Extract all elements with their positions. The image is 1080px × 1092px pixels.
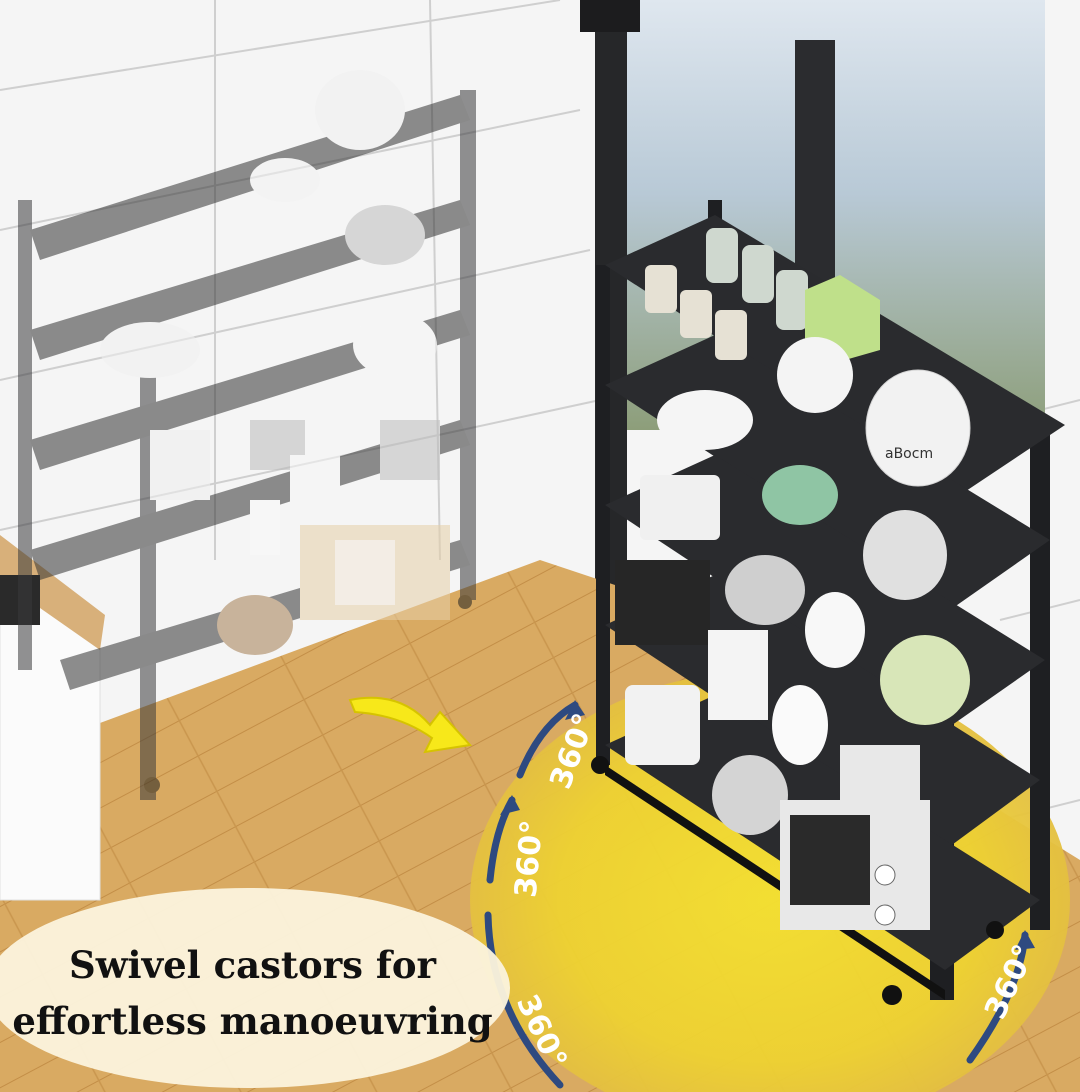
caption-line-2: effortless manoeuvring: [12, 998, 493, 1043]
ghost-rack: [18, 70, 476, 800]
rack-items: aBocm: [615, 228, 971, 930]
caption: Swivel castors for effortless manoeuvrin…: [0, 895, 505, 1090]
pot-brand-label: aBocm: [885, 446, 933, 462]
rotation-arrow-heads: [500, 700, 1035, 950]
curved-arrow-icon: [348, 696, 472, 754]
caption-line-1: Swivel castors for: [68, 942, 436, 987]
rotation-label-2: 360°: [509, 819, 551, 899]
caption-bubble: [0, 888, 510, 1088]
